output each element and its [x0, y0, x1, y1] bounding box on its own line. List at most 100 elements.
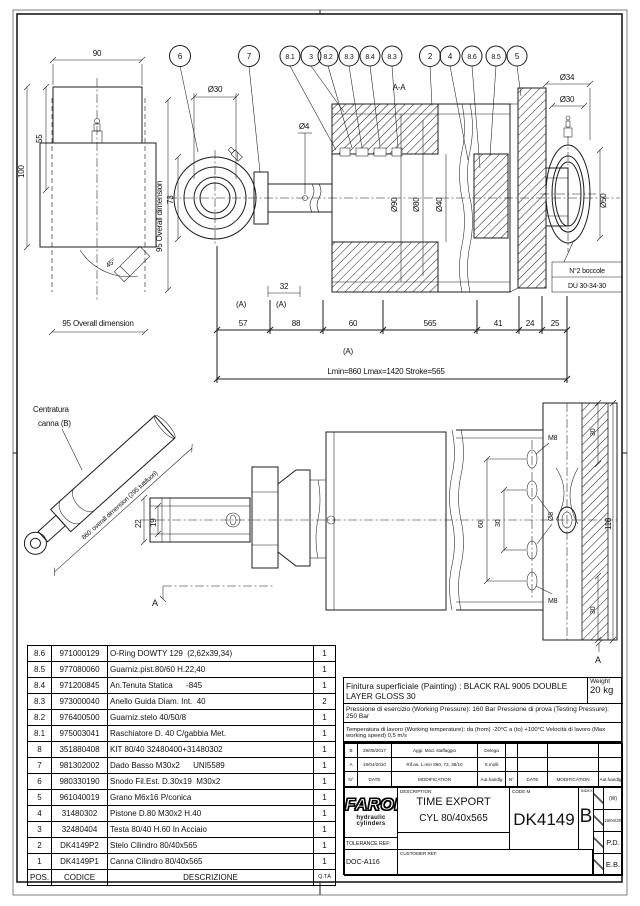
sign-value-1: (W) [603, 787, 623, 810]
dim-19: 19 [149, 518, 158, 527]
balloons: 6 7 8.1 3 8.2 8.3 8.4 8.3 2 4 8.6 8.5 5 [169, 45, 528, 173]
rev-appr: Delega [477, 743, 506, 758]
temperature-note: Temperatura di lavoro (Working temperatu… [346, 727, 606, 739]
title-block: FAROIL hydraulic cylinders TOLERANCE REF… [343, 786, 623, 876]
label-m8-top: M8 [548, 435, 558, 442]
doc-ref: DOC-A116 Rev.C [344, 849, 398, 876]
dim-565: 565 [424, 319, 437, 328]
flange-view: M8 Ø8 M8 30 30 118 60 30 A [449, 399, 618, 665]
iso-label-2: canna (B) [38, 419, 71, 428]
end-view: Ø34 Ø30 Ø50 N°2 boccole DU 30-34-30 [540, 73, 623, 293]
dim-24: 24 [526, 319, 535, 328]
dim-30-holes: 30 [495, 519, 502, 527]
description-label: DESCRIPTION [400, 789, 432, 794]
dim-45deg: 45° [104, 257, 117, 270]
dim-25: 25 [551, 319, 560, 328]
bom-qty: 1 [313, 677, 336, 694]
dim-60: 60 [478, 520, 485, 528]
bom-desc: KIT 80/40 32480400+31480302 [107, 741, 314, 758]
bom-pos: 6 [27, 773, 52, 790]
rod-detail-view: 22 19 A [134, 431, 620, 611]
bom-code: 351880408 [51, 741, 108, 758]
section-mark-a-right: A [595, 655, 601, 665]
iso-view: Centratura canna (B) 860: overall dimens… [23, 405, 193, 577]
dim-d80: Ø80 [412, 197, 421, 212]
dim-d30-end: Ø30 [560, 95, 575, 104]
index-label: INDEX [581, 789, 593, 793]
bushing-note-1: N°2 boccole [569, 267, 605, 275]
bom-code: 981302002 [51, 757, 108, 774]
balloon-8-4: 8.4 [365, 54, 374, 61]
dim-30-top: 30 [590, 428, 597, 436]
dim-60: 60 [349, 319, 358, 328]
balloon-3: 3 [309, 54, 313, 61]
bom-header-code: CODICE [51, 869, 108, 886]
bom-code: DK4149P1 [51, 853, 108, 870]
code-label: CODE M [512, 789, 531, 794]
bom-header-row: POS. CODICE DESCRIZIONE Q.TÀ [27, 869, 336, 886]
iso-diag-note: 860: overall dimension (295 tuttifuori) [81, 470, 159, 542]
bom-code: 31480302 [51, 805, 108, 822]
bom-pos: 7 [27, 757, 52, 774]
bom-desc: Canna Cilindro 80/40x565 [107, 853, 314, 870]
rev-mod: Rif.as. L.min 860, 73, 38/10 [391, 757, 478, 772]
bom-code: 977080060 [51, 661, 108, 678]
dim-41: 41 [494, 319, 503, 328]
balloon-8-2: 8.2 [323, 54, 332, 61]
bom-qty: 1 [313, 789, 336, 806]
rev-date: 19/04/2010 [357, 757, 392, 772]
bom-qty: 1 [313, 853, 336, 870]
dim-d34: Ø34 [560, 73, 575, 82]
bom-pos: 8.5 [27, 661, 52, 678]
bom-desc: Snodo Fil.Est. D.30x19 M30x2 [107, 773, 314, 790]
bom-code: 973000040 [51, 693, 108, 710]
balloon-2: 2 [428, 52, 433, 61]
balloon-8-3b: 8.3 [387, 54, 396, 61]
sign-value-2: 19/04/2010 [603, 809, 623, 832]
dim-100: 100 [17, 165, 26, 178]
balloon-8-1: 8.1 [285, 54, 294, 61]
bom-qty: 1 [313, 645, 336, 662]
bom-code: 976400500 [51, 709, 108, 726]
dim-22: 22 [134, 519, 143, 528]
balloon-8-3: 8.3 [344, 54, 353, 61]
bom-pos: 5 [27, 789, 52, 806]
bom-pos: 2 [27, 837, 52, 854]
bom-header-desc: DESCRIZIONE [107, 869, 314, 886]
overall-dim-text: Lmin=860 Lmax=1420 Stroke=565 [327, 367, 445, 376]
weight-value: 20 kg [590, 685, 614, 696]
code-value: DK4149 [513, 810, 575, 829]
bom-desc: Anello Guida Diam. Int. 40 [107, 693, 314, 710]
description-empty-cell [397, 832, 510, 850]
bom-qty: 2 [313, 693, 336, 710]
rev-no: B [344, 743, 358, 758]
customer-ref-cell: CUSTOMER REF. [397, 849, 593, 876]
bom-qty: 1 [313, 757, 336, 774]
dim-57: 57 [239, 319, 248, 328]
dim-55: 55 [35, 134, 44, 143]
balloon-4: 4 [448, 52, 453, 61]
bom-desc: Dado Basso M30x2 UNI5589 [107, 757, 314, 774]
assembly-section-view: Ø90 Ø80 Ø40 A-A Ø30 73 Ø4 32 [166, 83, 620, 383]
bom-header-qty: Q.TÀ [313, 869, 336, 886]
rev-cell-empty [598, 743, 623, 758]
rev-appr: S.molli [477, 757, 506, 772]
bom-code: 980330190 [51, 773, 108, 790]
description-line2: CYL 80/40x565 [419, 813, 488, 824]
bom-pos: 4 [27, 805, 52, 822]
bom-code: 975003041 [51, 725, 108, 742]
bom-pos: 8.4 [27, 677, 52, 694]
bom-header-pos: POS. [27, 869, 52, 886]
dim-d50: Ø50 [599, 193, 608, 208]
bom-qty: 1 [313, 661, 336, 678]
bom-pos: 8 [27, 741, 52, 758]
index-value: B [579, 806, 593, 827]
